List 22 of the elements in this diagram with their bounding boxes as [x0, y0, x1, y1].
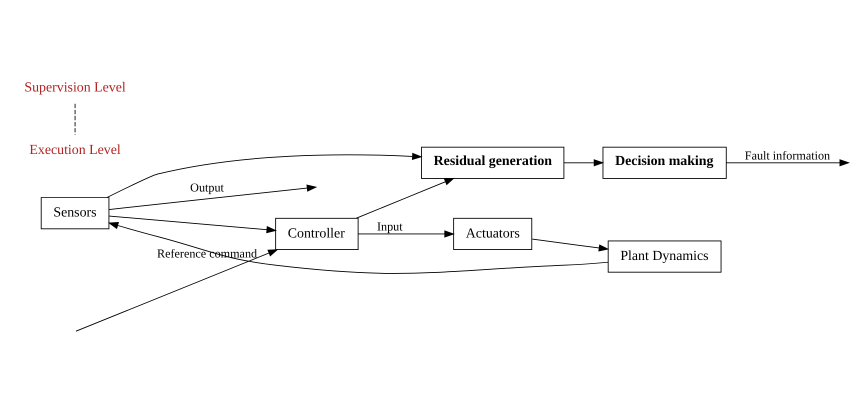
arrow	[108, 215, 277, 233]
arrow	[106, 152, 423, 198]
arrow	[358, 230, 455, 238]
arrow	[108, 222, 609, 274]
arrow	[356, 177, 455, 218]
arrow	[726, 158, 850, 166]
arrow	[564, 158, 604, 166]
node-box: Actuators	[453, 217, 532, 250]
node-box: Decision making	[602, 146, 727, 178]
edge-label: Input	[376, 219, 403, 234]
node-box: Sensors	[40, 196, 110, 229]
label: Supervision Level	[24, 80, 126, 95]
node-box: Controller	[275, 217, 359, 250]
edge-label: Fault information	[744, 148, 830, 162]
arrow	[76, 248, 278, 332]
edge-label: Reference command	[156, 246, 258, 260]
arrow	[532, 238, 610, 252]
arrow	[108, 184, 318, 210]
node-box: Residual generation	[421, 146, 564, 178]
node-box: Plant Dynamics	[608, 240, 722, 272]
label: Execution Level	[29, 142, 121, 158]
edge-label: Output	[190, 180, 224, 194]
